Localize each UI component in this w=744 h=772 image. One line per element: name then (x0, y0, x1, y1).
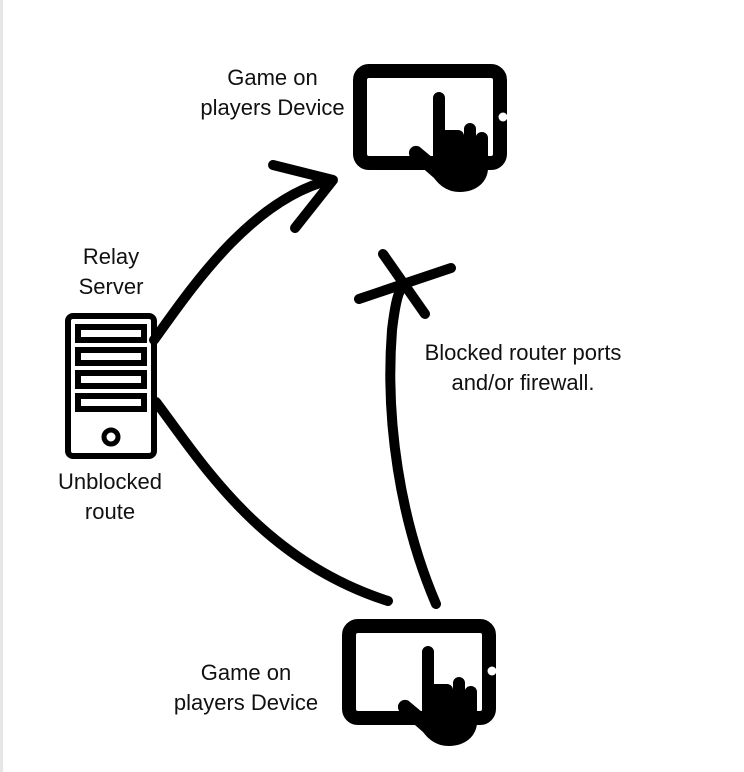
relay-server-label-line2: Server (78, 274, 144, 299)
bottom-device-hand-icon (397, 646, 477, 746)
top-device-tablet-icon (353, 64, 508, 192)
unblocked-route-label-line2: route (84, 499, 136, 524)
edge-bottom-device-to-relay (151, 397, 393, 606)
top-device-hand-icon (408, 92, 488, 192)
relay-server-label: Relay Server (56, 242, 166, 302)
arrowhead-icon (268, 160, 338, 233)
unblocked-route-label: Unblocked route (40, 467, 180, 527)
bottom-device-label: Game on players Device (154, 658, 338, 718)
bottom-device-tablet-icon (342, 619, 497, 746)
blocked-annotation-line2: and/or firewall. (451, 370, 595, 395)
unblocked-route-label-line1: Unblocked (58, 469, 162, 494)
relay-server-label-line1: Relay (82, 244, 140, 269)
edge-bottom-device-to-top-device-blocked (385, 283, 441, 609)
blocked-annotation-line1: Blocked router ports (424, 340, 622, 365)
top-device-label: Game on players Device (195, 63, 350, 123)
top-device-label-line1: Game on (227, 65, 318, 90)
edge-relay-to-top-device (149, 175, 335, 345)
blocked-annotation: Blocked router ports and/or firewall. (398, 338, 648, 398)
blocked-cross-icon (354, 249, 456, 319)
relay-server-icon (65, 313, 157, 459)
left-border (0, 0, 3, 772)
bottom-device-label-line2: players Device (173, 690, 319, 715)
bottom-device-label-line1: Game on (200, 660, 292, 685)
top-device-label-line2: players Device (200, 95, 345, 120)
